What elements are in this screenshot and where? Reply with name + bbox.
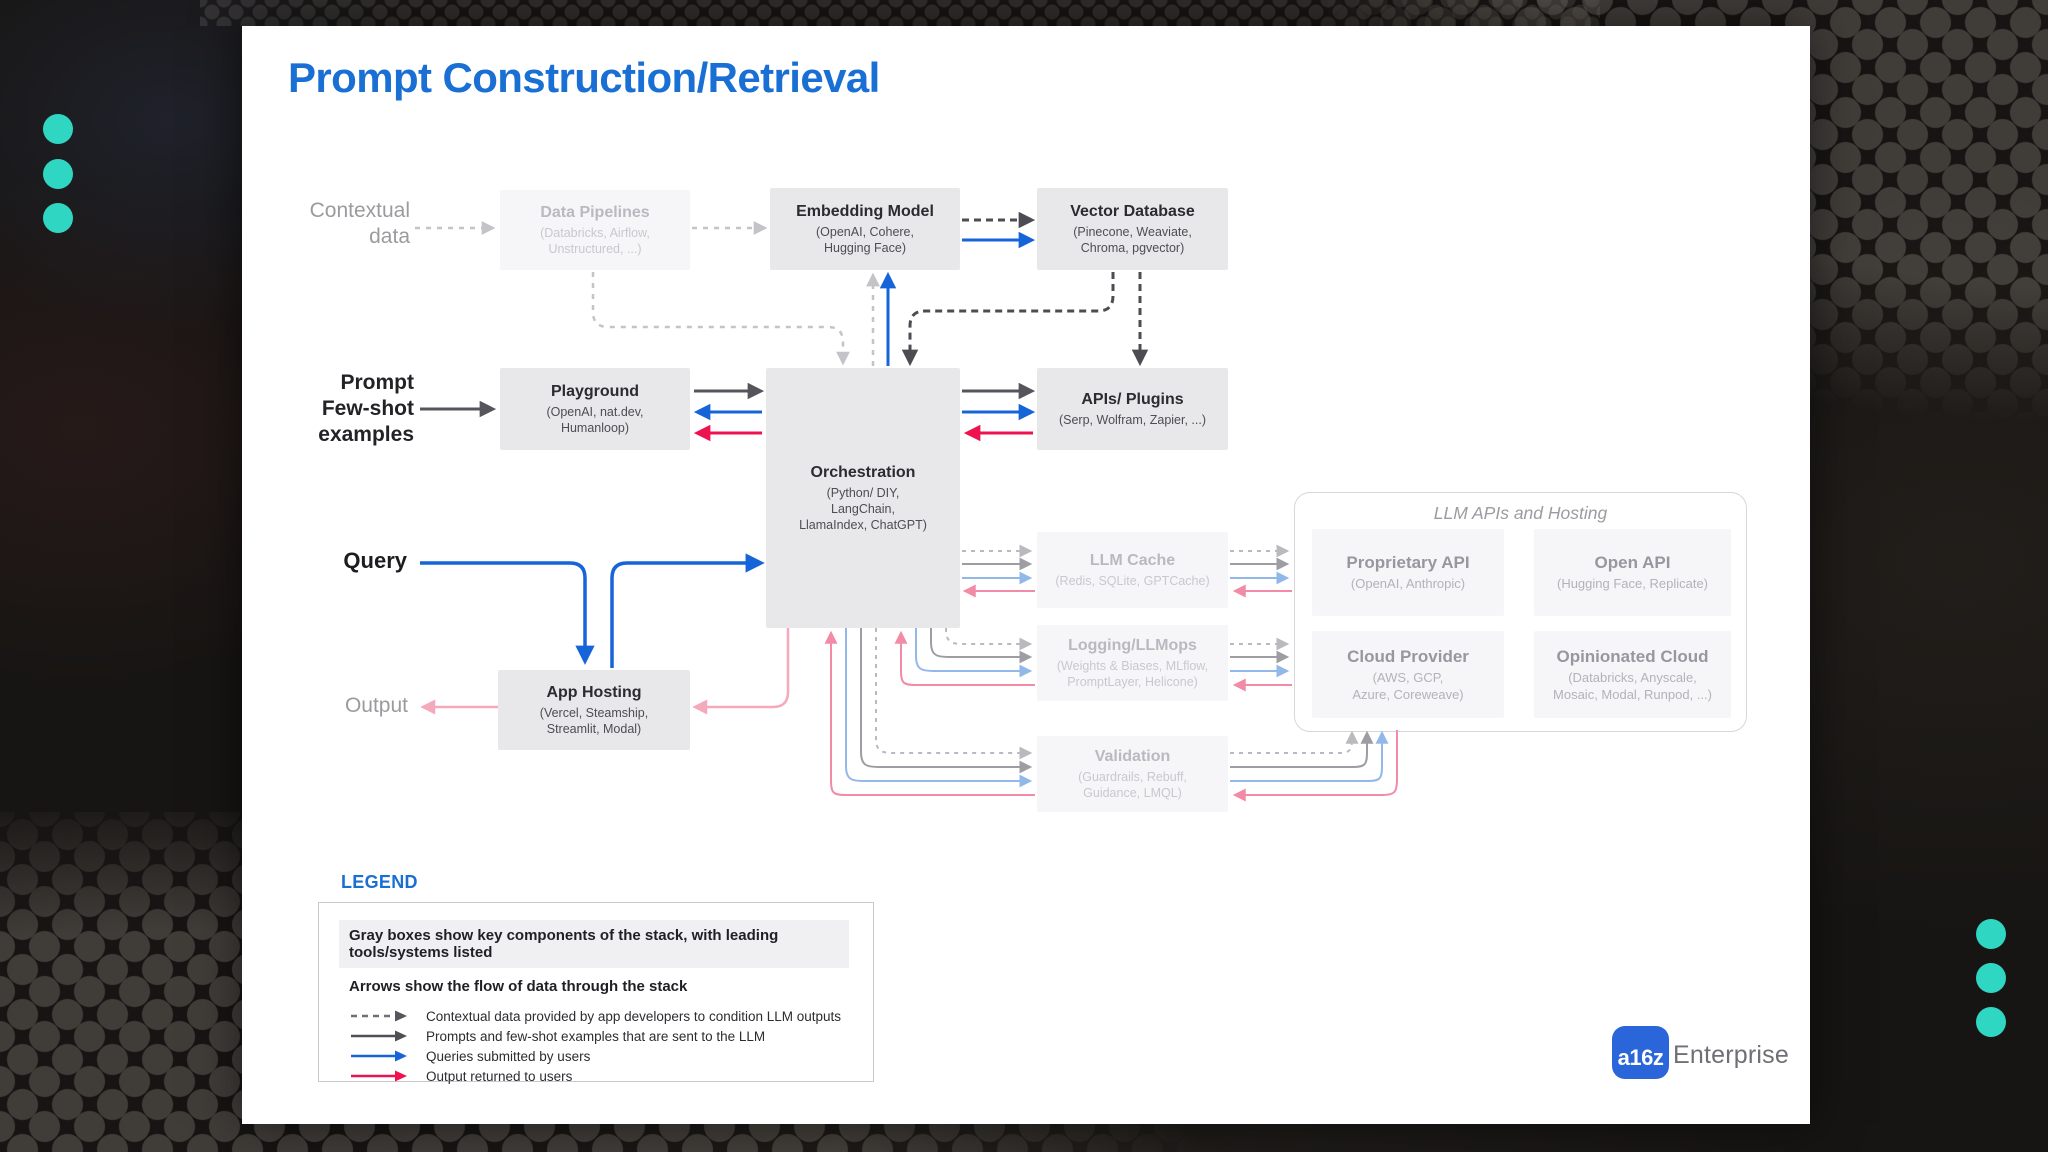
legend-item-label: Output returned to users — [426, 1068, 573, 1084]
arrow-orch-to-logging-dashed — [945, 628, 1033, 651]
arrow-orch-to-logging-blue — [915, 628, 1033, 678]
arrow-query-to-apphosting — [420, 561, 595, 665]
teal-dot — [43, 159, 73, 189]
arrow-orchestration-to-apphosting — [692, 628, 790, 715]
node-title: Open API — [1594, 553, 1671, 572]
legend-item-output: Output returned to users — [349, 1066, 849, 1086]
node-apis-plugins: APIs/ Plugins (Serp, Wolfram, Zapier, ..… — [1037, 368, 1228, 450]
node-subtitle: (Vercel, Steamship, Streamlit, Modal) — [539, 706, 649, 736]
teal-dot — [1976, 963, 2006, 993]
label-prompt-fewshot-examples: Prompt Few-shot examples — [318, 371, 414, 446]
teal-dot — [1976, 1007, 2006, 1037]
teal-dot — [43, 114, 73, 144]
legend-item-contextual: Contextual data provided by app develope… — [349, 1006, 849, 1026]
arrow-orch-to-validation-dashed — [875, 628, 1033, 760]
solid-gray-arrow-icon — [351, 1030, 407, 1042]
node-title: Data Pipelines — [540, 204, 650, 221]
node-validation: Validation (Guardrails, Rebuff, Guidance… — [1037, 736, 1228, 812]
node-playground: Playground (OpenAI, nat.dev, Humanloop) — [500, 368, 690, 450]
solid-blue-arrow-icon — [351, 1050, 407, 1062]
node-subtitle: (Python/ DIY, LangChain, LlamaIndex, Cha… — [799, 486, 927, 532]
arrow-orch-to-validation-blue — [845, 628, 1033, 788]
node-opinionated-cloud: Opinionated Cloud (Databricks, Anyscale,… — [1534, 631, 1731, 718]
halftone-top-strip — [200, 0, 1600, 26]
node-llm-cache: LLM Cache (Redis, SQLite, GPTCache) — [1037, 532, 1228, 608]
node-embedding-model: Embedding Model (OpenAI, Cohere, Hugging… — [770, 188, 960, 270]
node-title: Proprietary API — [1346, 553, 1470, 572]
node-title: Embedding Model — [796, 203, 934, 220]
node-cloud-provider: Cloud Provider (AWS, GCP, Azure, Corewea… — [1312, 631, 1504, 718]
node-title: Validation — [1094, 748, 1171, 765]
node-title: Vector Database — [1070, 203, 1195, 220]
arrow-vectordb-to-orchestration — [901, 272, 1115, 367]
node-title: Orchestration — [810, 464, 916, 481]
label-contextual-data: Contextual data — [309, 199, 410, 248]
node-subtitle: (Hugging Face, Replicate) — [1556, 576, 1709, 591]
label-output: Output — [344, 694, 408, 717]
legend-item-queries: Queries submitted by users — [349, 1046, 849, 1066]
arrow-llmapis-to-validation-pink — [1232, 730, 1398, 802]
node-subtitle: (OpenAI, Anthropic) — [1350, 576, 1466, 591]
node-subtitle: (Pinecone, Weaviate, Chroma, pgvector) — [1073, 225, 1192, 255]
node-logging-llmops: Logging/LLMops (Weights & Biases, MLflow… — [1037, 625, 1228, 701]
arrow-logging-to-orch-pink — [894, 630, 1035, 686]
dashed-gray-arrow-icon — [351, 1010, 407, 1022]
arrow-apphosting-to-orchestration-query — [610, 553, 765, 668]
group-llm-apis-and-hosting: LLM APIs and Hosting Proprietary API (Op… — [1294, 492, 1747, 732]
legend-box: Gray boxes show key components of the st… — [318, 902, 874, 1084]
legend-arrows-note: Arrows show the flow of data through the… — [349, 978, 688, 995]
arrow-datapipelines-to-orchestration — [591, 272, 850, 366]
legend-item-prompts: Prompts and few-shot examples that are s… — [349, 1026, 849, 1046]
solid-red-arrow-icon — [351, 1070, 407, 1082]
slide-canvas: Prompt Construction/Retrieval Contextual… — [242, 26, 1810, 1124]
node-subtitle: (Redis, SQLite, GPTCache) — [1055, 574, 1210, 588]
arrow-orch-to-logging-gray — [930, 628, 1033, 664]
node-title: Logging/LLMops — [1068, 637, 1197, 654]
node-subtitle: (Guardrails, Rebuff, Guidance, LMQL) — [1078, 770, 1187, 800]
node-orchestration: Orchestration (Python/ DIY, LangChain, L… — [766, 368, 960, 628]
a16z-logo-mark: a16z — [1612, 1026, 1669, 1079]
node-subtitle: (Serp, Wolfram, Zapier, ...) — [1058, 413, 1207, 427]
group-title: LLM APIs and Hosting — [1433, 503, 1608, 523]
legend-item-label: Queries submitted by users — [426, 1048, 591, 1064]
node-subtitle: (OpenAI, Cohere, Hugging Face) — [816, 225, 914, 255]
arrow-orch-to-validation-gray — [860, 628, 1033, 774]
node-vector-database: Vector Database (Pinecone, Weaviate, Chr… — [1037, 188, 1228, 270]
node-title: APIs/ Plugins — [1081, 391, 1184, 408]
arrow-validation-to-llmapis-gray — [1230, 730, 1374, 768]
legend-item-label: Contextual data provided by app develope… — [426, 1008, 842, 1024]
node-proprietary-api: Proprietary API (OpenAI, Anthropic) — [1312, 529, 1504, 616]
node-subtitle: (AWS, GCP, Azure, Coreweave) — [1352, 669, 1464, 702]
teal-dot — [43, 203, 73, 233]
node-title: App Hosting — [546, 684, 642, 701]
node-title: LLM Cache — [1089, 552, 1176, 569]
arrow-validation-to-orch-pink — [824, 630, 1035, 796]
teal-dot — [1976, 919, 2006, 949]
node-subtitle: (Databricks, Anyscale, Mosaic, Modal, Ru… — [1553, 669, 1712, 702]
node-open-api: Open API (Hugging Face, Replicate) — [1534, 529, 1731, 616]
a16z-enterprise-logo: a16z Enterprise — [1612, 1026, 1789, 1079]
legend-item-label: Prompts and few-shot examples that are s… — [426, 1028, 766, 1044]
a16z-logo-suffix: Enterprise — [1673, 1041, 1789, 1069]
node-subtitle: (Databricks, Airflow, Unstructured, ...) — [540, 226, 650, 256]
arrow-validation-to-llmapis-dashed — [1230, 730, 1359, 754]
node-title: Cloud Provider — [1347, 646, 1469, 666]
label-query: Query — [343, 548, 407, 573]
node-app-hosting: App Hosting (Vercel, Steamship, Streamli… — [498, 670, 690, 750]
node-title: Opinionated Cloud — [1556, 646, 1709, 666]
node-data-pipelines: Data Pipelines (Databricks, Airflow, Uns… — [500, 190, 690, 270]
node-subtitle: (OpenAI, nat.dev, Humanloop) — [546, 405, 644, 435]
node-subtitle: (Weights & Biases, MLflow, PromptLayer, … — [1056, 659, 1209, 689]
legend-heading: LEGEND — [341, 872, 418, 892]
node-title: Playground — [550, 383, 639, 400]
arrow-validation-to-llmapis-blue — [1230, 730, 1389, 782]
page-title: Prompt Construction/Retrieval — [288, 54, 880, 101]
legend-gray-boxes-note: Gray boxes show key components of the st… — [339, 920, 849, 968]
